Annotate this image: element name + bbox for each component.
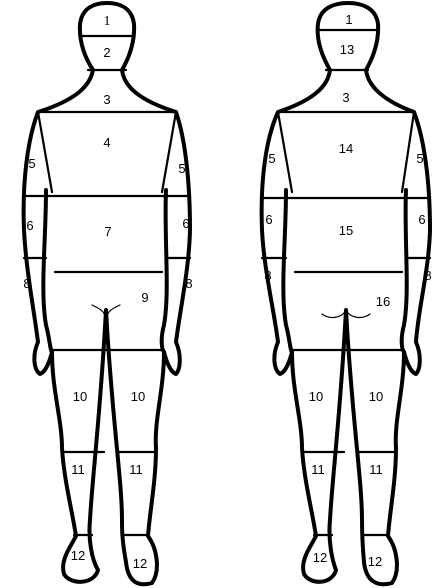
front-label-9: 9 <box>141 290 148 305</box>
front-label-8-right: 8 <box>185 276 192 291</box>
back-label-10-right: 10 <box>369 389 383 404</box>
front-label-5-left: 5 <box>28 156 35 171</box>
front-label-10-left: 10 <box>73 389 87 404</box>
back-label-3: 3 <box>342 90 349 105</box>
front-left-shoulder-line <box>38 112 52 192</box>
back-label-15: 15 <box>339 223 353 238</box>
front-label-6-left: 6 <box>26 218 33 233</box>
front-label-4: 4 <box>103 135 110 150</box>
front-label-11-left: 11 <box>71 462 85 477</box>
back-label-10-left: 10 <box>309 389 323 404</box>
front-label-6-right: 6 <box>182 216 189 231</box>
back-label-6-right: 6 <box>418 212 425 227</box>
back-label-11-left: 11 <box>311 462 325 477</box>
front-label-12-right: 12 <box>133 556 147 571</box>
back-label-5-right: 5 <box>416 151 423 166</box>
back-left-shoulder-line <box>278 112 292 192</box>
back-right-shoulder-line <box>402 112 414 192</box>
front-label-2: 2 <box>103 45 110 60</box>
back-figure: 1 13 3 14 5 5 6 6 15 8 8 16 10 10 11 11 … <box>262 3 432 584</box>
back-label-6-left: 6 <box>265 212 272 227</box>
front-label-1: 1 <box>104 14 111 29</box>
front-left-inner-arm <box>43 190 52 352</box>
front-label-11-right: 11 <box>129 462 143 477</box>
back-label-8-right: 8 <box>424 268 431 283</box>
front-label-8-left: 8 <box>23 276 30 291</box>
back-label-11-right: 11 <box>369 462 383 477</box>
back-label-5-left: 5 <box>268 151 275 166</box>
back-label-12-left: 12 <box>313 550 327 565</box>
back-label-16: 16 <box>376 294 390 309</box>
front-figure: 1 2 3 4 5 5 6 6 7 8 8 9 10 10 11 11 12 1… <box>23 3 192 584</box>
back-left-inner-arm <box>283 190 292 352</box>
front-right-shoulder-line <box>162 112 176 192</box>
back-label-12-right: 12 <box>368 554 382 569</box>
back-label-13: 13 <box>340 42 354 57</box>
back-label-1: 1 <box>345 12 352 27</box>
back-label-8-left: 8 <box>264 268 271 283</box>
front-label-3: 3 <box>103 92 110 107</box>
front-label-7: 7 <box>104 224 111 239</box>
front-label-5-right: 5 <box>178 161 185 176</box>
front-label-12-left: 12 <box>71 548 85 563</box>
front-label-10-right: 10 <box>131 389 145 404</box>
back-label-14: 14 <box>339 141 353 156</box>
